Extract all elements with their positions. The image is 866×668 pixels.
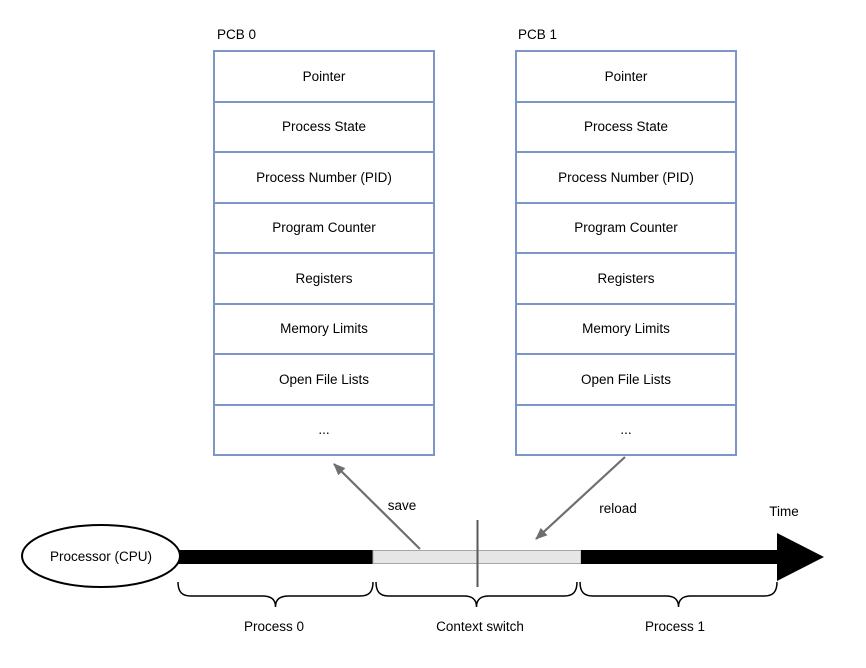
pcb0-title: PCB 0 [217, 27, 257, 42]
context-switch-label: Context switch [436, 619, 524, 634]
pcb1-row-registers: Registers [517, 252, 735, 303]
process0-label: Process 0 [244, 619, 304, 634]
time-arrowhead-icon [777, 533, 824, 581]
process0-brace [177, 581, 374, 608]
pcb0-row-process-state: Process State [215, 100, 433, 152]
pcb1-row-program-counter: Program Counter [517, 201, 735, 253]
pcb1-title: PCB 1 [518, 27, 558, 42]
time-label: Time [769, 504, 799, 519]
pcb0-row-memory-limits: Memory Limits [215, 302, 433, 354]
pcb0-row-ellipsis: ... [215, 403, 433, 455]
process1-brace [579, 581, 778, 608]
process1-label: Process 1 [645, 619, 705, 634]
pcb1-row-process-state: Process State [517, 100, 735, 152]
reload-arrow [535, 456, 626, 540]
pcb0-row-process-number: Process Number (PID) [215, 151, 433, 202]
timeline-segment-process0 [172, 550, 373, 564]
pcb1-row-open-file-lists: Open File Lists [517, 353, 735, 404]
pcb0-row-open-file-lists: Open File Lists [215, 353, 433, 404]
pcb0-row-pointer: Pointer [302, 68, 346, 84]
timeline-segment-process1 [581, 550, 777, 564]
save-arrow [333, 463, 421, 550]
pcb1-row-process-number: Process Number (PID) [517, 151, 735, 202]
cpu-label: Processor (CPU) [50, 549, 152, 564]
pcb0-table: Pointer Process State Process Number (PI… [213, 50, 435, 456]
pcb1-row-pointer: Pointer [604, 68, 648, 84]
reload-label: reload [599, 501, 637, 516]
pcb0-row-program-counter: Program Counter [215, 201, 433, 253]
pcb1-table: Pointer Process State Process Number (PI… [515, 50, 737, 456]
pcb1-row-memory-limits: Memory Limits [517, 302, 735, 354]
pcb0-row-registers: Registers [215, 252, 433, 303]
save-label: save [388, 498, 417, 513]
cpu-ellipse [21, 524, 181, 588]
context-switch-brace [375, 581, 578, 608]
pcb1-row-ellipsis: ... [517, 403, 735, 455]
